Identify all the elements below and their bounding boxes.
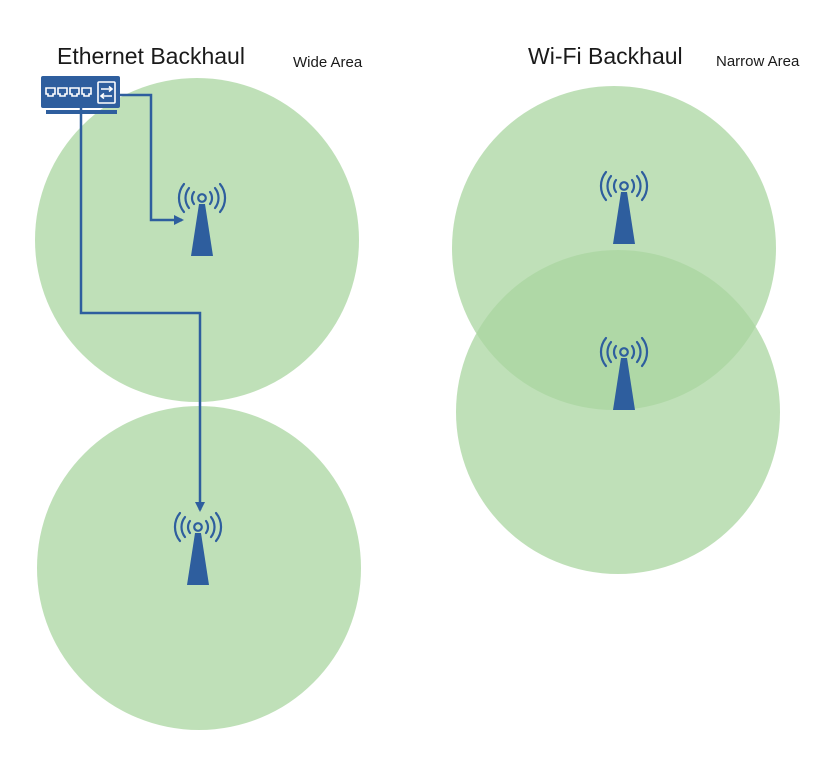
wireless-access-point-icon bbox=[599, 170, 649, 244]
wireless-access-point-icon bbox=[599, 336, 649, 410]
ethernet-cable-to-bottom-ap bbox=[79, 108, 205, 512]
wifi-backhaul-title: Wi-Fi Backhaul bbox=[528, 43, 683, 69]
ethernet-backhaul-title: Ethernet Backhaul bbox=[57, 43, 245, 69]
wireless-access-point-icon bbox=[177, 182, 227, 256]
wifi-coverage-area-bottom bbox=[456, 250, 780, 574]
wifi-narrow-area-label: Narrow Area bbox=[716, 53, 800, 70]
wireless-access-point-icon bbox=[173, 511, 223, 585]
ethernet-wide-area-label: Wide Area bbox=[293, 54, 363, 71]
ethernet-cable-to-top-ap bbox=[120, 93, 184, 225]
